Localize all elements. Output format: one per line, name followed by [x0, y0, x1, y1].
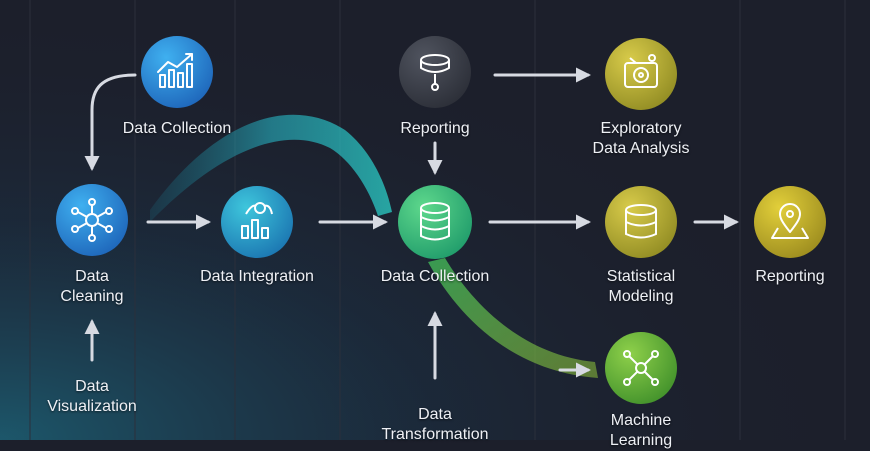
- node-reporting-right[interactable]: [754, 186, 826, 258]
- bar-chart-trend-icon: [157, 53, 193, 88]
- database-icon: [420, 202, 450, 241]
- label-reporting-top: Reporting: [400, 119, 469, 139]
- label-text: Data Analysis: [592, 140, 690, 157]
- label-text: Data Collection: [122, 120, 232, 137]
- node-circle: [398, 185, 472, 259]
- label-text: Reporting: [755, 268, 825, 285]
- label-data-collection-center: Data Collection: [381, 267, 490, 287]
- node-circle: [605, 186, 677, 258]
- teal-flow-ribbon: [150, 114, 392, 222]
- label-data-integration: Data Integration: [200, 267, 314, 287]
- node-circle: [141, 36, 213, 108]
- label-exploratory-data-analysis: Exploratory Data Analysis: [593, 119, 690, 159]
- label-text: Data: [418, 406, 452, 423]
- label-text: Data Integration: [200, 268, 314, 285]
- label-text: Data Collection: [380, 268, 490, 285]
- label-machine-learning: Machine Learning: [610, 411, 672, 451]
- network-hub-icon: [71, 198, 113, 242]
- workflow-diagram: [56, 36, 826, 404]
- node-circle: [754, 186, 826, 258]
- location-pin-icon: [771, 203, 809, 239]
- node-reporting-top[interactable]: [399, 36, 471, 108]
- label-text: Modeling: [608, 288, 674, 305]
- label-text: Learning: [609, 432, 673, 449]
- label-text: Data: [75, 268, 109, 285]
- label-reporting-right: Reporting: [755, 267, 824, 287]
- label-text: Statistical: [606, 268, 676, 285]
- label-text: Transformation: [381, 426, 489, 443]
- node-data-integration[interactable]: [221, 186, 293, 258]
- node-exploratory-data-analysis[interactable]: [605, 38, 677, 110]
- network-icon: [623, 350, 659, 386]
- arrow-collection-to-cleaning: [84, 73, 137, 171]
- funnel-icon: [420, 54, 450, 91]
- label-statistical-modeling: Statistical Modeling: [607, 267, 675, 307]
- node-circle: [56, 184, 128, 256]
- label-text: Data: [75, 378, 109, 395]
- label-text: Visualization: [47, 398, 137, 415]
- label-text: Cleaning: [60, 288, 124, 305]
- node-data-collection-center[interactable]: [398, 185, 472, 259]
- camera-analysis-icon: [624, 54, 658, 88]
- label-data-cleaning: Data Cleaning: [60, 267, 123, 307]
- label-data-visualization: Data Visualization: [47, 377, 137, 417]
- node-data-collection-top[interactable]: [141, 36, 213, 108]
- node-machine-learning[interactable]: [605, 332, 677, 404]
- chart-gear-icon: [241, 202, 273, 239]
- database-icon: [625, 204, 657, 239]
- label-data-collection-top: Data Collection: [123, 119, 232, 139]
- node-data-cleaning[interactable]: [56, 184, 128, 256]
- label-text: Reporting: [400, 120, 470, 137]
- node-statistical-modeling[interactable]: [605, 186, 677, 258]
- label-data-transformation: Data Transformation: [382, 405, 489, 445]
- label-text: Exploratory: [600, 120, 682, 137]
- node-circle: [605, 332, 677, 404]
- label-text: Machine: [610, 412, 672, 429]
